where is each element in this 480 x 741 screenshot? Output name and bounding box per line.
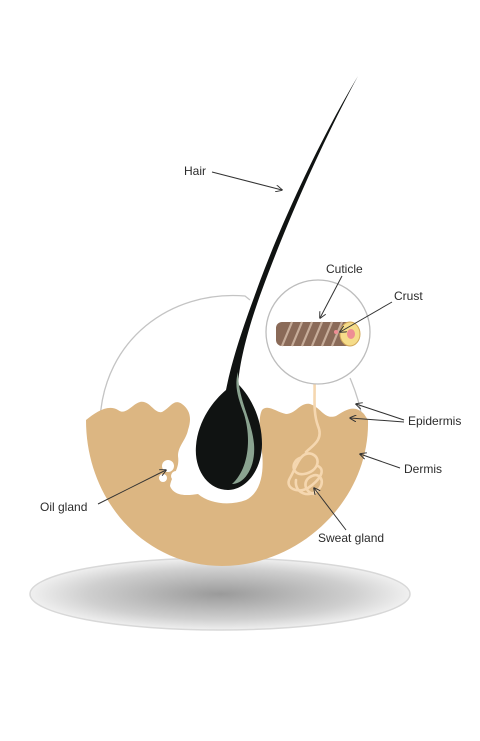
label-arrows: [97, 171, 405, 531]
epidermis-label: Epidermis: [408, 414, 462, 428]
dermis-body: [86, 401, 369, 566]
hair-cross-section-icon: [276, 321, 361, 347]
dermis-label: Dermis: [404, 462, 442, 476]
oil-gland: [159, 460, 188, 482]
crust-label: Crust: [394, 289, 423, 303]
sweat-gland: [287, 370, 324, 496]
cuticle-label: Cuticle: [326, 262, 363, 276]
hair-strand: [195, 76, 358, 490]
oil-gland-label: Oil gland: [40, 500, 88, 514]
hair-highlight: [232, 372, 255, 484]
crust-dot: [334, 330, 338, 334]
sweat-gland-label: Sweat gland: [318, 531, 385, 545]
ground-shadow: [29, 557, 411, 631]
hair-label: Hair: [184, 164, 207, 178]
